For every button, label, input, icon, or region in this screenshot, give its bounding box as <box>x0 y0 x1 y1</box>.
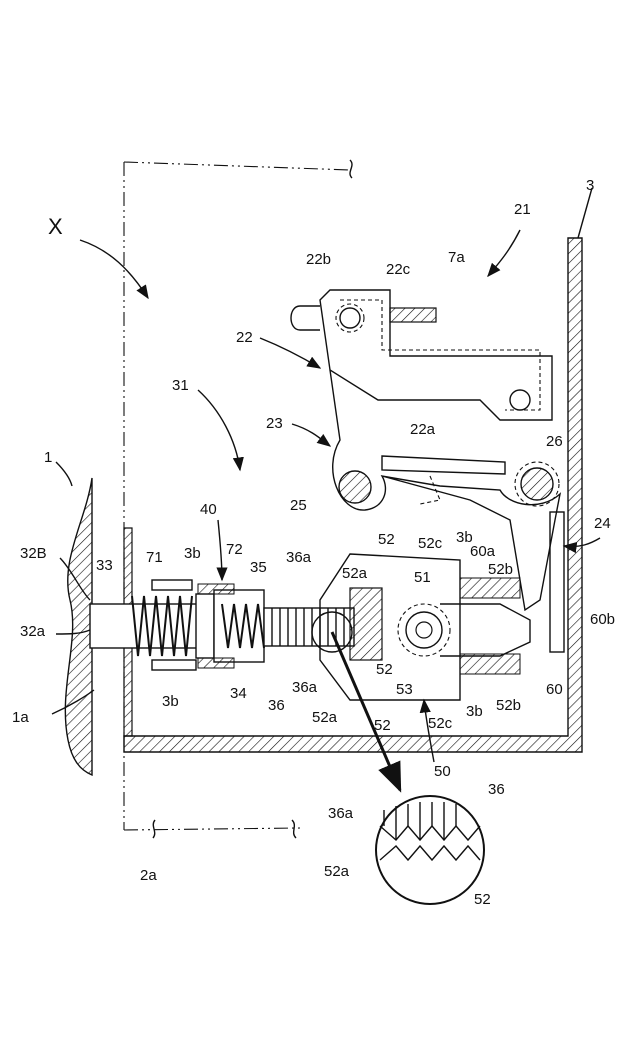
label-32B: 32B <box>20 545 47 562</box>
label-52-3: 52 <box>374 717 391 734</box>
label-21: 21 <box>514 201 531 218</box>
reference-labels: X 1 1a 2a 3 3b 3b 3b 3b 7a 21 22 22a 22b… <box>12 177 615 908</box>
label-52-4: 52 <box>474 891 491 908</box>
label-52b-1: 52b <box>488 561 513 578</box>
label-32a: 32a <box>20 623 46 640</box>
label-1a: 1a <box>12 709 29 726</box>
label-51: 51 <box>414 569 431 586</box>
label-52c-1: 52c <box>418 535 443 552</box>
label-22: 22 <box>236 329 253 346</box>
label-3: 3 <box>586 177 594 194</box>
label-60a: 60a <box>470 543 496 560</box>
label-25: 25 <box>290 497 307 514</box>
door-panel <box>65 478 92 775</box>
label-34: 34 <box>230 685 247 702</box>
label-36a-3: 36a <box>328 805 354 822</box>
label-40: 40 <box>200 501 217 518</box>
label-36a-1: 36a <box>286 549 312 566</box>
label-52a-3: 52a <box>324 863 350 880</box>
label-22b: 22b <box>306 251 331 268</box>
label-26: 26 <box>546 433 563 450</box>
label-33: 33 <box>96 557 113 574</box>
lever-22 <box>291 290 552 420</box>
label-3b-1: 3b <box>184 545 201 562</box>
label-60b: 60b <box>590 611 615 628</box>
label-23: 23 <box>266 415 283 432</box>
label-52c-2: 52c <box>428 715 453 732</box>
label-36a-2: 36a <box>292 679 318 696</box>
label-72: 72 <box>226 541 243 558</box>
label-52a-2: 52a <box>312 709 338 726</box>
label-3b-2: 3b <box>162 693 179 710</box>
label-36-1: 36 <box>268 697 285 714</box>
label-60: 60 <box>546 681 563 698</box>
label-x: X <box>48 214 63 239</box>
label-36-2: 36 <box>488 781 505 798</box>
label-2a: 2a <box>140 867 157 884</box>
label-22a: 22a <box>410 421 436 438</box>
label-3b-4: 3b <box>466 703 483 720</box>
label-22c: 22c <box>386 261 411 278</box>
label-53: 53 <box>396 681 413 698</box>
label-24: 24 <box>594 515 611 532</box>
label-50: 50 <box>434 763 451 780</box>
label-71: 71 <box>146 549 163 566</box>
label-52-2: 52 <box>376 661 393 678</box>
label-35: 35 <box>250 559 267 576</box>
label-7a: 7a <box>448 249 465 266</box>
label-52-1: 52 <box>378 531 395 548</box>
label-52b-2: 52b <box>496 697 521 714</box>
label-52a-1: 52a <box>342 565 368 582</box>
label-1: 1 <box>44 449 52 466</box>
label-31: 31 <box>172 377 189 394</box>
leader-arrows <box>52 188 600 762</box>
